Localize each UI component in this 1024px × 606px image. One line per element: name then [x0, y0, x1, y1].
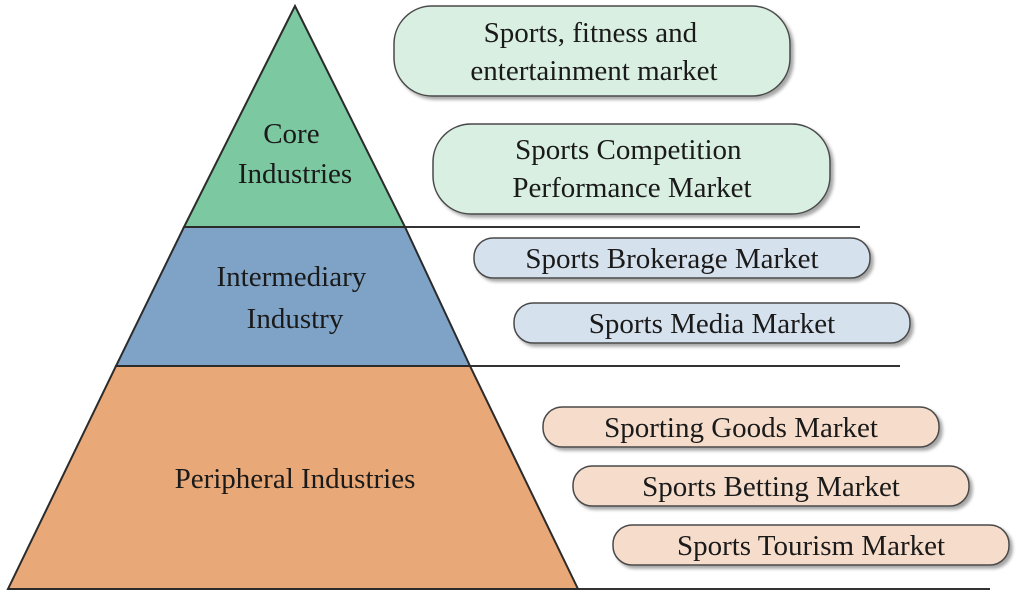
tier-label-core-line-1: Core: [263, 118, 319, 150]
market-pill-sporting-goods: Sporting Goods Market: [542, 406, 940, 448]
svg-text:Sports Brokerage Market: Sports Brokerage Market: [525, 243, 818, 275]
tier-core: [182, 3, 407, 228]
svg-text:Sports Betting Market: Sports Betting Market: [642, 471, 900, 503]
tier-intermediary: [114, 226, 472, 367]
svg-text:Sports Competition Perfo: Sports Competition Performance Market: [512, 134, 751, 204]
market-label-tourism: Sports Tourism Market: [677, 530, 945, 562]
tier-label-intermediary-line-1: Intermediary: [216, 261, 366, 293]
market-label-brokerage: Sports Brokerage Market: [525, 243, 818, 275]
svg-text:Sporting Goods Market: Sporting Goods Market: [604, 412, 878, 444]
tier-label-core: Core Industries: [238, 118, 352, 190]
market-pill-media: Sports Media Market: [513, 302, 911, 344]
market-label-sporting-goods: Sporting Goods Market: [604, 412, 878, 444]
market-pill-betting: Sports Betting Market: [572, 465, 970, 507]
tier-label-peripheral-line-1: Peripheral Industries: [175, 463, 416, 495]
tier-peripheral: [6, 365, 580, 590]
market-pill-fitness-entertainment: Sports, fitness and entertainment market: [393, 5, 791, 97]
tier-label-intermediary: Intermediary Industry: [216, 261, 373, 335]
market-pill-tourism: Sports Tourism Market: [612, 524, 1010, 566]
market-label-competition-line-2: Performance Market: [512, 172, 751, 204]
market-pill-competition-performance: Sports Competition Performance Market: [432, 123, 831, 215]
market-label-competition-line-1: Sports Competition: [515, 134, 742, 166]
market-pill-brokerage: Sports Brokerage Market: [473, 237, 871, 279]
svg-text:Sports Tourism Market: Sports Tourism Market: [677, 530, 945, 562]
tier-label-intermediary-line-2: Industry: [247, 303, 344, 335]
market-label-fitness-line-2: entertainment market: [470, 55, 717, 87]
tier-label-peripheral: Peripheral Industries: [175, 463, 416, 495]
tier-label-core-line-2: Industries: [238, 158, 352, 190]
market-label-fitness-line-1: Sports, fitness and: [484, 17, 698, 49]
pyramid: [6, 3, 580, 590]
market-label-media: Sports Media Market: [589, 308, 835, 340]
svg-text:Sports, fitness and ente: Sports, fitness and entertainment market: [470, 17, 717, 87]
market-label-betting: Sports Betting Market: [642, 471, 900, 503]
svg-text:Sports Media Market: Sports Media Market: [589, 308, 835, 340]
